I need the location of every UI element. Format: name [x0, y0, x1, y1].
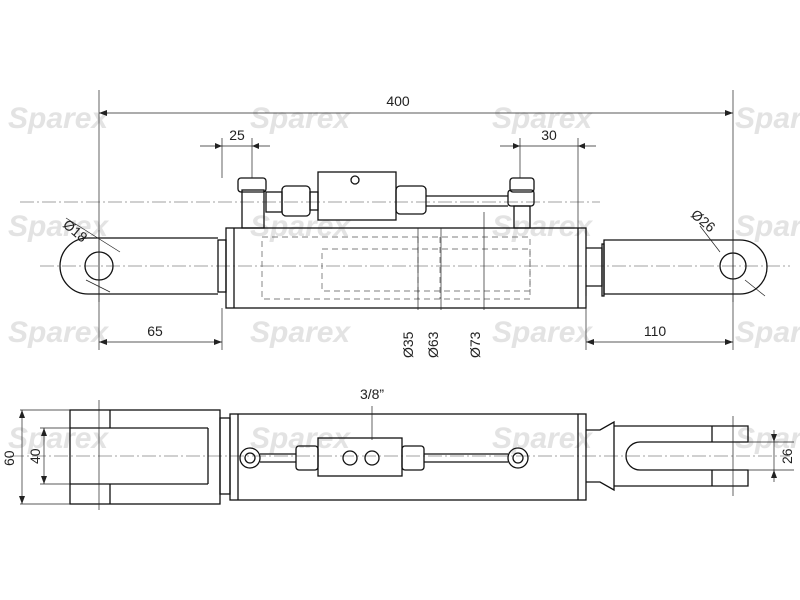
- valve-port: [342, 450, 358, 466]
- dim-barrel-diameter: Ø73: [467, 331, 483, 358]
- leader-right-hole: [744, 279, 766, 297]
- dim-rod-extension: 110: [644, 323, 667, 339]
- watermark: Sparex: [735, 210, 800, 243]
- valve-plug: [350, 175, 360, 185]
- watermark: Sparex: [492, 210, 593, 243]
- dim-clevis-inner: 40: [27, 448, 43, 464]
- dim-port-thread: 3/8”: [360, 386, 384, 402]
- dim-overall-length: 400: [386, 93, 410, 109]
- rod-gland-top: [586, 420, 615, 492]
- left-port-bore: [244, 452, 256, 464]
- gland: [586, 247, 603, 287]
- cylinder-barrel: [225, 227, 587, 309]
- leader-left-hole: [65, 217, 121, 253]
- valve-port: [364, 450, 380, 466]
- right-port-pipe: [513, 205, 531, 229]
- dim-bore-diameter: Ø63: [425, 331, 441, 358]
- dim-clevis-outer: 60: [1, 450, 17, 466]
- leader-right-hole: [699, 225, 721, 253]
- dim-right-fitting-offset: 30: [541, 127, 557, 143]
- top-view: 3/8” 60 40 26: [1, 386, 795, 510]
- right-nut-top: [401, 445, 425, 471]
- right-port-cap: [509, 177, 535, 193]
- dim-right-pin-hole: Ø26: [688, 206, 719, 235]
- watermark: Sparex: [250, 316, 351, 349]
- right-hose-nut: [395, 185, 427, 215]
- watermark: Sparex: [492, 102, 593, 135]
- dim-rod-diameter: Ø35: [400, 331, 416, 358]
- watermark: Sparex: [8, 422, 109, 455]
- leader-left-hole: [85, 279, 111, 293]
- side-view: 400 25 30 65 110 Ø18 Ø26 Ø35 Ø63 Ø73: [20, 90, 790, 358]
- watermark: Sparex: [250, 210, 351, 243]
- watermark-layer: Sparex Sparex Sparex Sparex Sparex Spare…: [8, 102, 800, 455]
- dim-eye-length: 65: [147, 323, 163, 339]
- bore-hidden: [261, 236, 531, 300]
- watermark: Sparex: [250, 102, 351, 135]
- watermark: Sparex: [735, 422, 800, 455]
- right-clevis: [614, 425, 749, 487]
- left-eye-end: [59, 237, 218, 295]
- watermark: Sparex: [8, 316, 109, 349]
- valve-left-neck: [309, 191, 319, 211]
- rod-hidden: [321, 248, 531, 292]
- right-port-top: [507, 447, 529, 469]
- watermark: Sparex: [8, 102, 109, 135]
- right-port-bore: [512, 452, 524, 464]
- watermark: Sparex: [492, 422, 593, 455]
- watermark: Sparex: [492, 316, 593, 349]
- right-eye-end: [603, 239, 768, 295]
- dim-left-fitting-offset: 25: [229, 127, 245, 143]
- barrel-top: [229, 413, 587, 501]
- dim-clevis-slot: 26: [779, 448, 795, 464]
- left-port-pipe: [241, 189, 265, 229]
- watermark: Sparex: [735, 102, 800, 135]
- left-port-top: [239, 447, 261, 469]
- watermark: Sparex: [735, 316, 800, 349]
